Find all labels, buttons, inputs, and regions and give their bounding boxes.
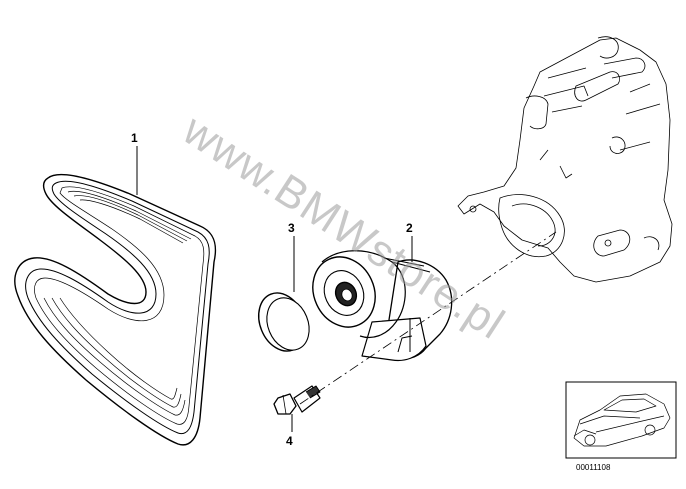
hex-bolt xyxy=(273,385,321,415)
part-3-callout: 3 xyxy=(288,221,295,292)
engine-housing xyxy=(457,36,673,283)
cap xyxy=(258,292,310,352)
part-2-label: 2 xyxy=(406,221,413,235)
vehicle-thumbnail: 00011108 xyxy=(565,381,677,472)
part-2-callout: 2 xyxy=(406,221,413,262)
part-3-label: 3 xyxy=(288,221,295,235)
part-1-callout: 1 xyxy=(131,131,138,195)
alignment-line xyxy=(299,231,557,405)
part-4-callout: 4 xyxy=(286,414,293,448)
ribbed-v-belt xyxy=(14,173,217,446)
reference-number: 00011108 xyxy=(576,463,611,472)
part-1-label: 1 xyxy=(131,131,138,145)
part-4-label: 4 xyxy=(286,434,293,448)
belt-tensioner xyxy=(312,250,453,362)
